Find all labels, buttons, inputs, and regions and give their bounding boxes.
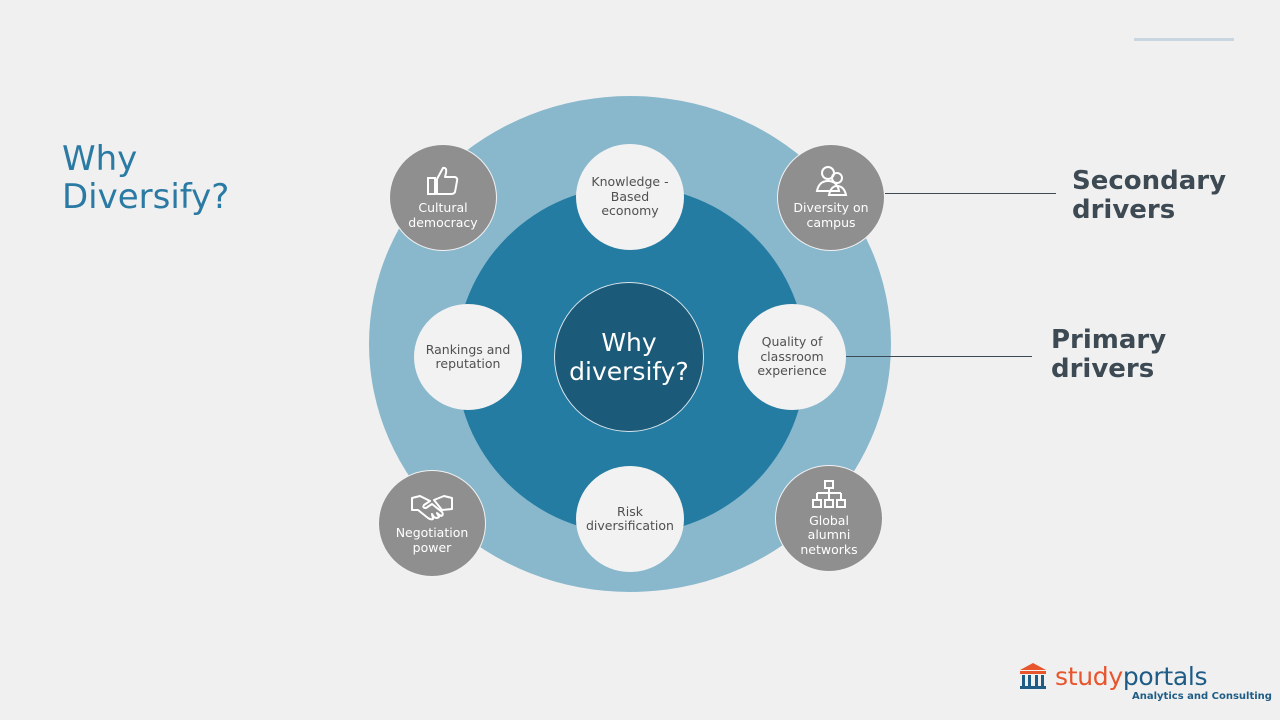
slide-title-line2: Diversify? — [62, 177, 230, 217]
logo-word-part1: study — [1055, 662, 1123, 691]
slide-title: Why Diversify? — [62, 140, 302, 216]
node-label: Negotiation power — [395, 525, 469, 555]
logo-tagline: Analytics and Consulting — [1132, 691, 1272, 702]
node-risk-diversification: Risk diversification — [576, 466, 684, 572]
secondary-drivers-line2: drivers — [1072, 195, 1176, 225]
center-circle: Why diversify? — [554, 282, 704, 432]
secondary-drivers-line1: Secondary — [1072, 166, 1227, 196]
node-quality-of-classroom-experience: Quality of classroom experience — [738, 304, 846, 410]
logo-wordmark: studyportals — [1055, 662, 1208, 692]
handshake-icon — [411, 495, 453, 521]
logo-word-part2: portals — [1122, 662, 1208, 691]
node-global-alumni-networks: Global alumni networks — [775, 465, 883, 572]
building-columns-icon — [1020, 663, 1046, 689]
center-line2: diversify? — [569, 357, 689, 386]
center-line1: Why — [601, 328, 657, 357]
node-label: Cultural democracy — [408, 200, 478, 230]
node-label: Risk diversification — [586, 503, 674, 533]
primary-drivers-label: Primary drivers — [1051, 326, 1166, 384]
primary-drivers-line2: drivers — [1051, 354, 1155, 384]
thumbs-up-icon — [427, 166, 459, 195]
people-group-icon — [815, 166, 848, 196]
primary-drivers-line1: Primary — [1051, 325, 1167, 355]
node-label: Diversity on campus — [793, 200, 869, 230]
node-diversity-on-campus: Diversity on campus — [777, 144, 885, 251]
top-decorative-rule — [1134, 38, 1234, 41]
slide-title-line1: Why — [62, 139, 138, 179]
primary-leader-line — [846, 356, 1032, 357]
node-cultural-democracy: Cultural democracy — [389, 144, 497, 251]
node-negotiation-power: Negotiation power — [378, 470, 486, 577]
studyportals-logo: studyportals Analytics and Consulting — [1018, 660, 1272, 710]
node-rankings-and-reputation: Rankings and reputation — [414, 304, 522, 410]
node-knowledge-based-economy: Knowledge - Based economy — [576, 144, 684, 250]
node-label: Knowledge - Based economy — [591, 174, 669, 219]
secondary-drivers-label: Secondary drivers — [1072, 167, 1226, 225]
node-label: Quality of classroom experience — [757, 334, 827, 379]
network-hierarchy-icon — [812, 479, 846, 508]
secondary-leader-line — [885, 193, 1056, 194]
node-label: Global alumni networks — [800, 512, 858, 557]
node-label: Rankings and reputation — [425, 341, 511, 371]
